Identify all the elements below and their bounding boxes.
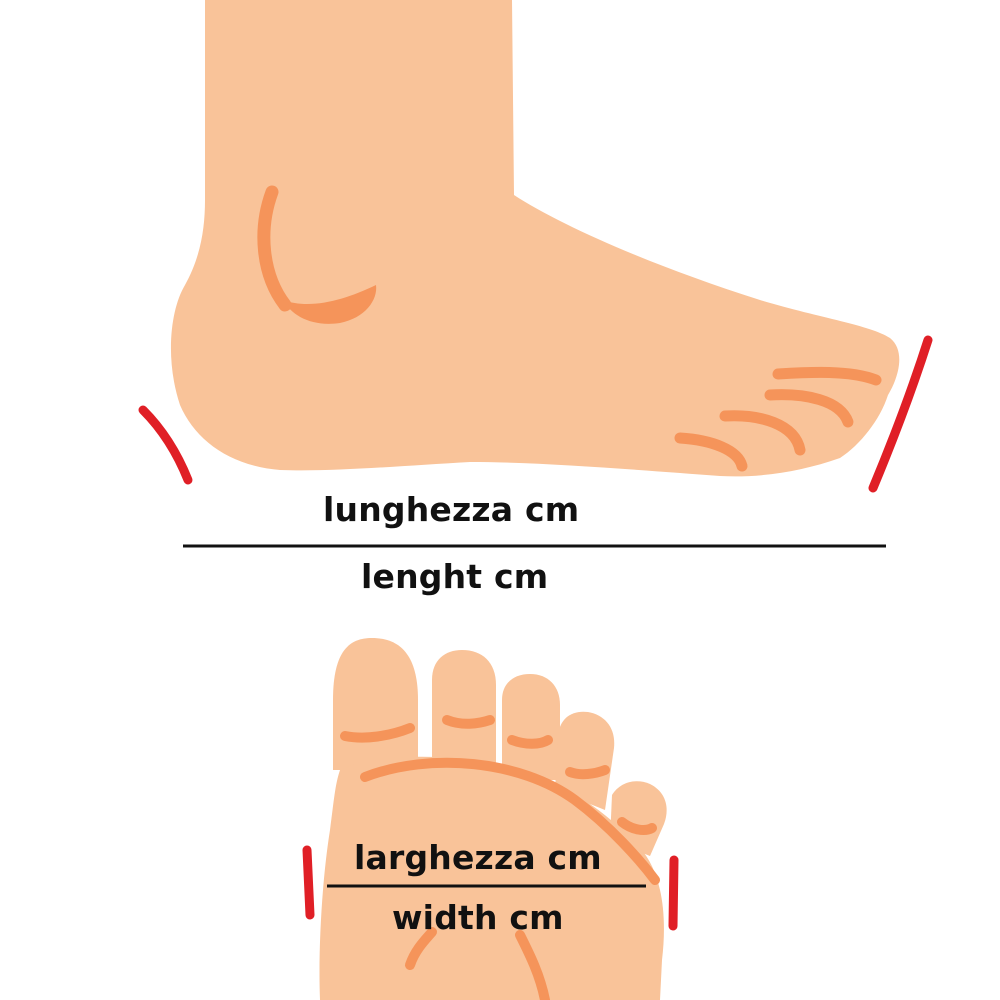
foot-top-view-illustration: [319, 638, 667, 1000]
top-foot-body: [319, 756, 664, 1000]
length-markers: [138, 335, 933, 493]
width-label-english: width cm: [392, 898, 564, 937]
toe-4: [555, 711, 615, 810]
width-label-italian: larghezza cm: [354, 838, 602, 877]
length-marker-toe: [868, 335, 933, 493]
toe-lines: [674, 366, 882, 472]
foot-side-view-illustration: [170, 0, 900, 477]
ankle-bone-mark: [257, 185, 292, 312]
big-toe: [333, 638, 418, 770]
length-label-english: lenght cm: [361, 557, 549, 596]
toe-2: [432, 650, 496, 770]
toe-3: [502, 674, 560, 780]
top-foot-lines: [340, 715, 660, 1000]
ankle-shadow: [283, 285, 377, 324]
width-marker-left: [302, 845, 315, 920]
width-markers: [302, 845, 679, 931]
width-marker-right: [668, 855, 679, 931]
length-label-italian: lunghezza cm: [323, 490, 580, 529]
length-marker-heel: [138, 405, 193, 485]
side-foot-shape: [170, 0, 900, 477]
